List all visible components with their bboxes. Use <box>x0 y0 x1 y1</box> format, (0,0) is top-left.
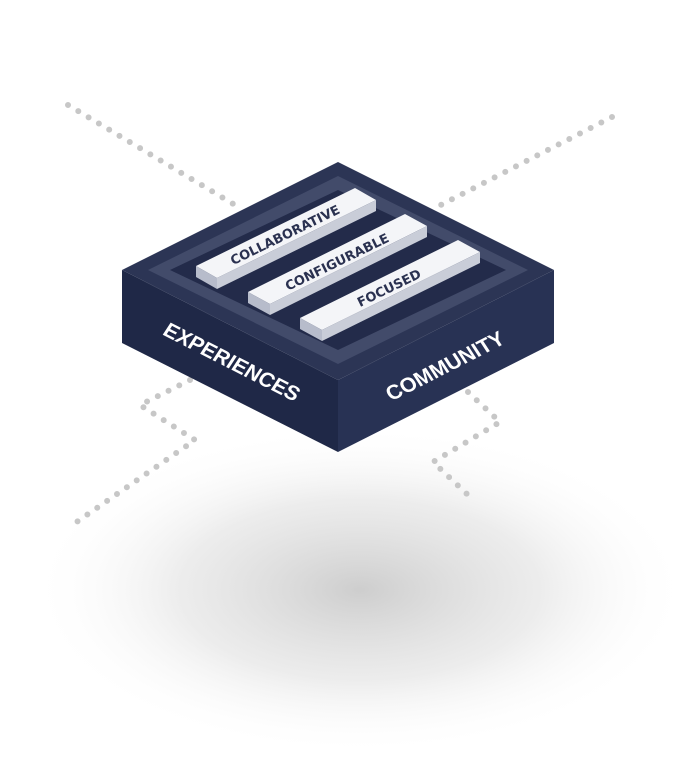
connector-top-right <box>432 114 615 211</box>
connectors <box>65 102 615 531</box>
connector-top-left <box>65 102 243 211</box>
block-right-face <box>338 270 554 452</box>
block-left-face <box>122 270 338 452</box>
floor-shadow <box>30 425 690 755</box>
connector-bottom-right <box>430 389 503 498</box>
